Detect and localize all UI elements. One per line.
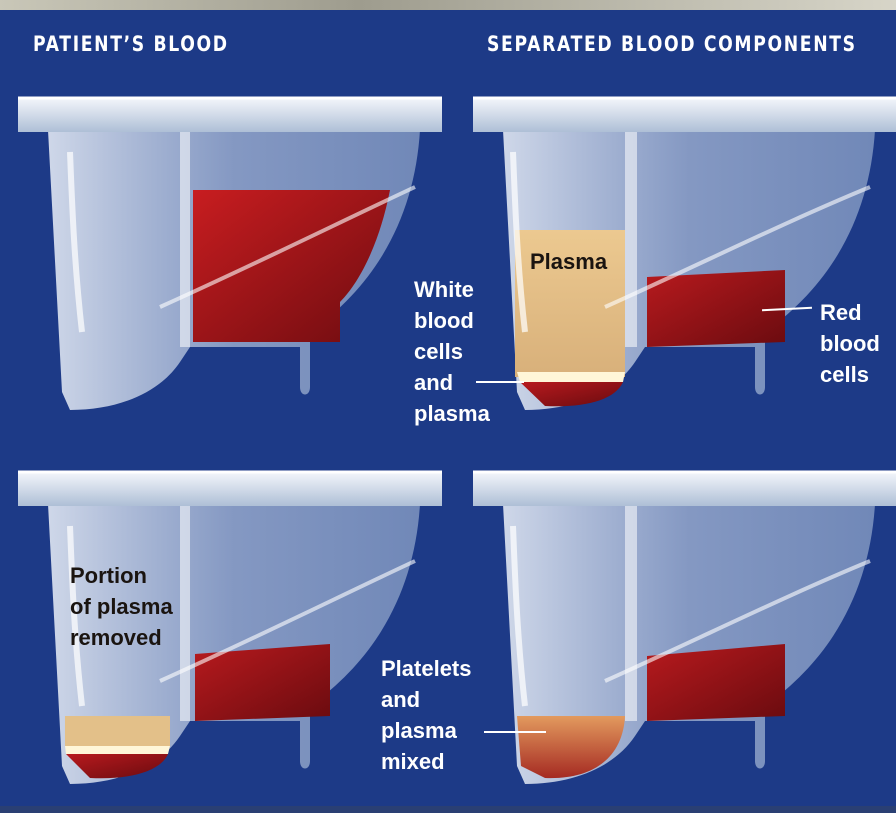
bottom-frame	[0, 806, 896, 813]
remaining-plasma-layer	[65, 716, 170, 746]
container-patient-blood	[10, 92, 445, 422]
label-red-blood-cells: Red blood cells	[820, 297, 880, 390]
top-strip	[0, 0, 896, 10]
container-platelets-mixed	[465, 466, 896, 796]
label-platelets-mixed: Platelets and plasma mixed	[381, 653, 472, 777]
heading-separated-components: SEPARATED BLOOD COMPONENTS	[487, 32, 857, 56]
leader-white-blood-cells	[476, 381, 524, 383]
label-white-blood-cells: White blood cells and plasma	[414, 274, 490, 429]
heading-patients-blood: PATIENT’S BLOOD	[33, 32, 229, 56]
platelet-plasma-layer	[517, 716, 625, 778]
label-plasma: Plasma	[530, 246, 607, 277]
leader-platelets-mixed	[484, 731, 546, 733]
label-portion-removed: Portion of plasma removed	[70, 560, 173, 653]
